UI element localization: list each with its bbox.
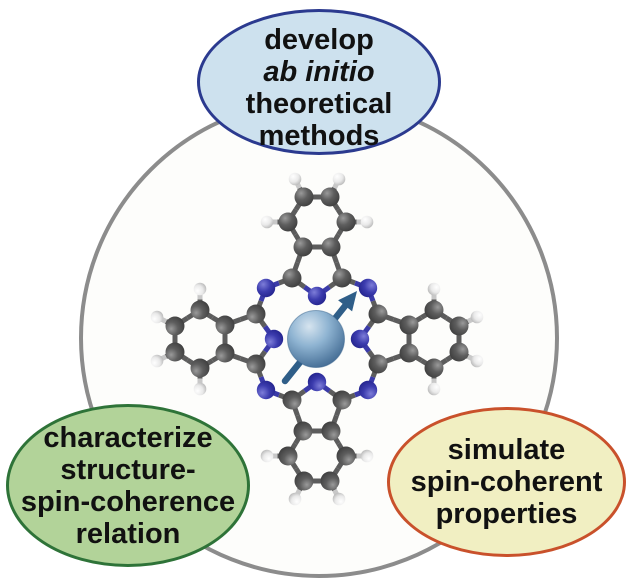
carbon-atom: [399, 315, 419, 335]
molecule-atoms: [307, 372, 378, 400]
carbon-atom: [424, 300, 444, 320]
bubble-characterize-relation: characterize structure- spin-coherence r…: [6, 404, 250, 567]
hydrogen-atom: [288, 492, 302, 506]
molecule-atoms: [427, 282, 484, 396]
hydrogen-atom: [427, 282, 441, 296]
carbon-atom: [282, 390, 302, 410]
nitrogen-atom: [256, 380, 276, 400]
carbon-atom: [320, 471, 340, 491]
carbon-atom: [332, 268, 352, 288]
hydrogen-atom: [193, 282, 207, 296]
carbon-atom: [293, 237, 313, 257]
hydrogen-atom: [260, 215, 274, 229]
carbon-atom: [278, 212, 298, 232]
bubble-line: spin-coherence: [20, 485, 236, 518]
carbon-atom: [424, 358, 444, 378]
nitrogen-atom: [350, 329, 370, 349]
hydrogen-atom: [150, 354, 164, 368]
carbon-atom: [215, 315, 235, 335]
spin-arrow-head: [338, 291, 357, 312]
carbon-atom: [399, 343, 419, 363]
molecule-atoms: [150, 282, 207, 396]
molecule-atoms: [256, 278, 327, 306]
carbon-atom: [449, 342, 469, 362]
carbon-atom: [321, 421, 341, 441]
carbon-atom: [282, 268, 302, 288]
spin-sphere: [287, 310, 345, 368]
hydrogen-atom: [332, 172, 346, 186]
molecule-atoms: [278, 187, 356, 288]
bubble-line: characterize: [43, 421, 213, 454]
carbon-atom: [190, 300, 210, 320]
carbon-atom: [336, 212, 356, 232]
carbon-atom: [321, 237, 341, 257]
molecule-atoms: [256, 329, 284, 400]
molecule-atoms: [350, 278, 378, 349]
nitrogen-atom: [358, 278, 378, 298]
bubble-line: ab initio: [263, 56, 375, 88]
carbon-atom: [294, 471, 314, 491]
carbon-atom: [332, 390, 352, 410]
hydrogen-atom: [193, 382, 207, 396]
bubble-line: develop: [264, 24, 374, 56]
hydrogen-atom: [427, 382, 441, 396]
carbon-atom: [278, 446, 298, 466]
molecule-atoms: [260, 449, 374, 506]
carbon-atom: [190, 358, 210, 378]
carbon-atom: [293, 421, 313, 441]
hydrogen-atom: [260, 449, 274, 463]
carbon-atom: [368, 304, 388, 324]
hydrogen-atom: [150, 310, 164, 324]
bubble-line: properties: [435, 498, 578, 530]
bubble-line: theoretical: [245, 88, 393, 120]
molecule-atoms: [368, 300, 469, 378]
carbon-atom: [368, 354, 388, 374]
molecule-atoms: [260, 172, 374, 229]
bubble-line: methods: [258, 120, 380, 152]
hydrogen-atom: [288, 172, 302, 186]
hydrogen-atom: [360, 215, 374, 229]
molecule-atoms: [278, 390, 356, 491]
nitrogen-atom: [264, 329, 284, 349]
bubble-line: spin-coherent: [410, 466, 603, 498]
bubble-line: relation: [75, 517, 181, 550]
phthalocyanine-molecule: [150, 172, 484, 506]
carbon-atom: [320, 187, 340, 207]
carbon-atom: [165, 342, 185, 362]
nitrogen-atom: [358, 380, 378, 400]
hydrogen-atom: [332, 492, 346, 506]
bubble-develop-methods: develop ab initio theoretical methods: [197, 9, 441, 155]
carbon-atom: [165, 316, 185, 336]
spin-marker: [281, 291, 357, 385]
bubble-line: simulate: [447, 434, 566, 466]
carbon-atom: [215, 343, 235, 363]
nitrogen-atom: [256, 278, 276, 298]
carbon-atom: [336, 446, 356, 466]
carbon-atom: [294, 187, 314, 207]
bubble-simulate-properties: simulate spin-coherent properties: [387, 407, 626, 557]
hydrogen-atom: [470, 310, 484, 324]
carbon-atom: [449, 316, 469, 336]
hydrogen-atom: [360, 449, 374, 463]
bubble-line: structure-: [60, 453, 196, 486]
hydrogen-atom: [470, 354, 484, 368]
nitrogen-atom: [307, 372, 327, 392]
molecule-atoms: [165, 300, 266, 378]
carbon-atom: [246, 304, 266, 324]
nitrogen-atom: [307, 286, 327, 306]
carbon-atom: [246, 354, 266, 374]
